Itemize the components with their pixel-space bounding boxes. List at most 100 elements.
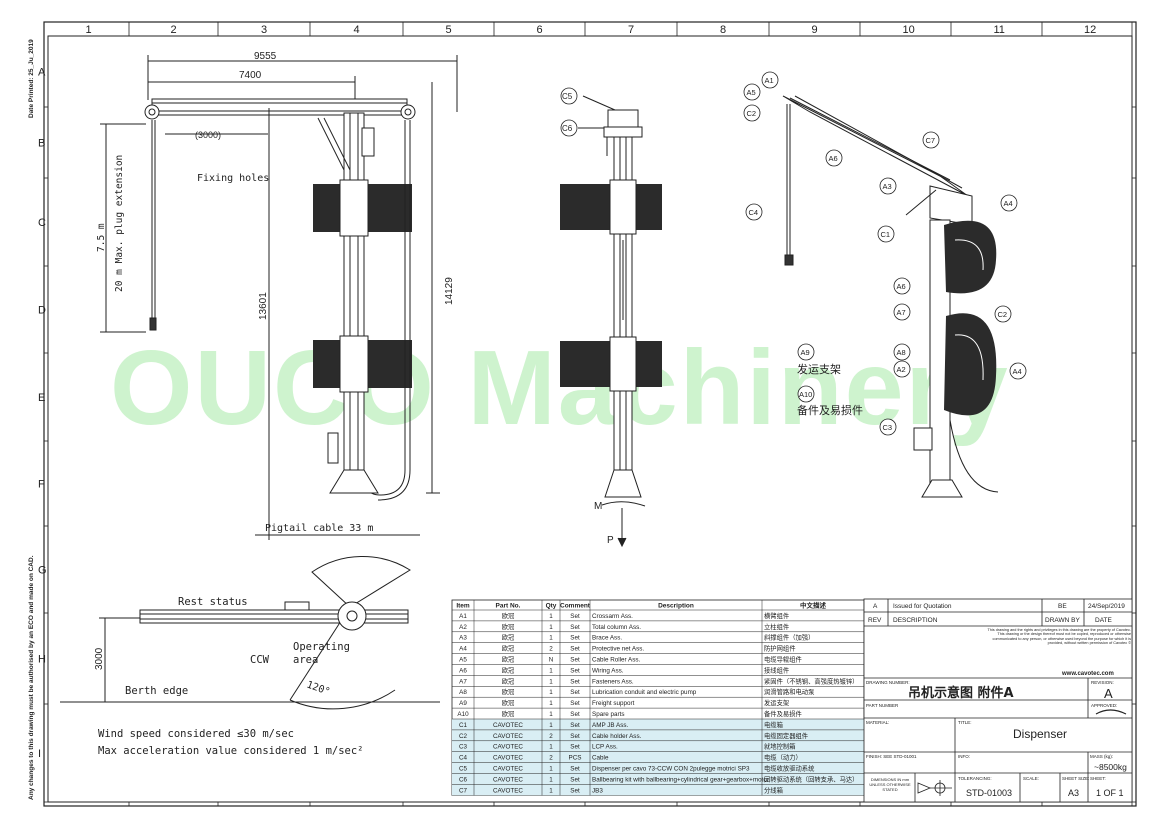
bom-cell: 欧冠 — [502, 698, 515, 707]
bom-cell: N — [549, 657, 554, 664]
callout-bubble — [745, 203, 763, 221]
bom-cell: C7 — [459, 787, 468, 794]
bom-cell: 2 — [549, 755, 553, 762]
column-label: 4 — [354, 24, 360, 36]
callout-a7: A7 — [897, 308, 906, 317]
revision-value: A — [1104, 686, 1113, 701]
tolerance-value: STD-01003 — [966, 788, 1012, 798]
callout-bubble — [893, 277, 911, 295]
bom-cell: 防护网组件 — [764, 644, 795, 653]
angle-label: 120° — [305, 679, 331, 698]
bom-cell: CAVOTEC — [493, 766, 523, 773]
rest-status: Rest status — [178, 596, 248, 608]
bom-cell: Set — [570, 766, 580, 773]
callout-bubble — [743, 83, 761, 101]
column-label: 5 — [446, 24, 452, 36]
column-label: 2 — [171, 24, 177, 36]
callout-c6: C6 — [562, 124, 573, 133]
mass-value: ~8500kg — [1094, 762, 1127, 772]
bom-cell: C3 — [459, 744, 468, 751]
bom-cell: 欧冠 — [502, 676, 515, 685]
bom-cell: Set — [570, 689, 580, 696]
bom-cell: 1 — [549, 766, 553, 773]
column-label: 11 — [994, 24, 1005, 36]
bom-cell: Fasteners Ass. — [592, 678, 634, 685]
bom-cell: 电缆收放驱动系统 — [764, 764, 815, 773]
bom-cell: CAVOTEC — [493, 755, 523, 762]
bom-cell: Ballbearing kit with ballbearing+cylindr… — [592, 776, 769, 783]
column-label: 1 — [86, 24, 92, 36]
bom-row-bg — [452, 729, 864, 741]
pigtail-label: Pigtail cable 33 m — [265, 523, 373, 534]
bom-cell: 欧冠 — [502, 622, 515, 631]
iso-view — [782, 95, 999, 498]
bom-cell: 润滑管路和电动泵 — [764, 687, 815, 696]
bom-cell: 备件及易损件 — [764, 709, 802, 718]
bom-cell: A2 — [459, 624, 467, 631]
bom-cell: 2 — [549, 733, 553, 740]
callout-a10: A10 — [799, 390, 812, 399]
callout-a2: A2 — [897, 365, 906, 374]
bom-row-bg — [452, 740, 864, 752]
bom-cell: 1 — [549, 624, 553, 631]
bom-cell: Cable Roller Ass. — [592, 657, 641, 664]
date-header: DATE — [1095, 617, 1113, 624]
bom-cell: Set — [570, 678, 580, 685]
bom-cell: 回转驱动系统（回转支承、马达） — [764, 774, 858, 783]
dim-arm: 7400 — [239, 70, 262, 81]
bom-cell: CAVOTEC — [493, 787, 523, 794]
bom-cell: Set — [570, 657, 580, 664]
bom-cell: Set — [570, 613, 580, 620]
bom-cell: JB3 — [592, 787, 603, 794]
operating-area-2: area — [293, 654, 318, 666]
callout-a4: A4 — [1013, 367, 1022, 376]
title-block-text: A Issued for Quotation BE 24/Sep/2019 RE… — [866, 603, 1131, 798]
bom-cell: 就地控制箱 — [764, 742, 795, 751]
bom-cell: 欧冠 — [502, 633, 515, 642]
drawn-header: DRAWN BY — [1045, 617, 1080, 624]
bom-cell: Crossarm Ass. — [592, 613, 633, 620]
operating-area-1: Operating — [293, 641, 350, 653]
bom-cell: Set — [570, 624, 580, 631]
bom-cell: C5 — [459, 766, 468, 773]
bom-header-cell: 中文描述 — [800, 601, 827, 610]
bom-cell: 紧固件（不锈钢、高强度热镀锌） — [764, 676, 858, 685]
scale-label: SCALE: — [1023, 776, 1039, 781]
rev-value: A — [873, 603, 878, 610]
bom-cell: 分线箱 — [764, 785, 783, 794]
bom-cell: CAVOTEC — [493, 744, 523, 751]
bom-cell: 欧冠 — [502, 709, 515, 718]
callout-bubble — [893, 303, 911, 321]
column-label: 10 — [903, 24, 915, 36]
bom-cell: 2 — [549, 646, 553, 653]
outer-frame — [43, 21, 1137, 807]
drawing-number-label: DRAWING NUMBER: — [866, 680, 910, 685]
label-p: P — [607, 535, 614, 546]
callout-a6: A6 — [829, 154, 838, 163]
bom-cell: CAVOTEC — [493, 776, 523, 783]
row-label: F — [38, 479, 45, 491]
callout-bubble — [877, 225, 895, 243]
bom-cell: Freight support — [592, 700, 635, 707]
bom-cell: Protective net Ass. — [592, 646, 644, 653]
bom-cell: 1 — [549, 635, 553, 642]
bom-cell: 1 — [549, 787, 553, 794]
zone-grid — [44, 22, 1136, 806]
bom-cell: 1 — [549, 700, 553, 707]
column-label: 6 — [537, 24, 543, 36]
bom-cell: A8 — [459, 689, 467, 696]
label-m: M — [594, 501, 602, 512]
rev-header: REV — [868, 617, 882, 624]
callout-a5: A5 — [747, 88, 756, 97]
bom-cell: CAVOTEC — [493, 722, 523, 729]
bom-cell: LCP Ass. — [592, 744, 618, 751]
bom-cell: C6 — [459, 776, 468, 783]
